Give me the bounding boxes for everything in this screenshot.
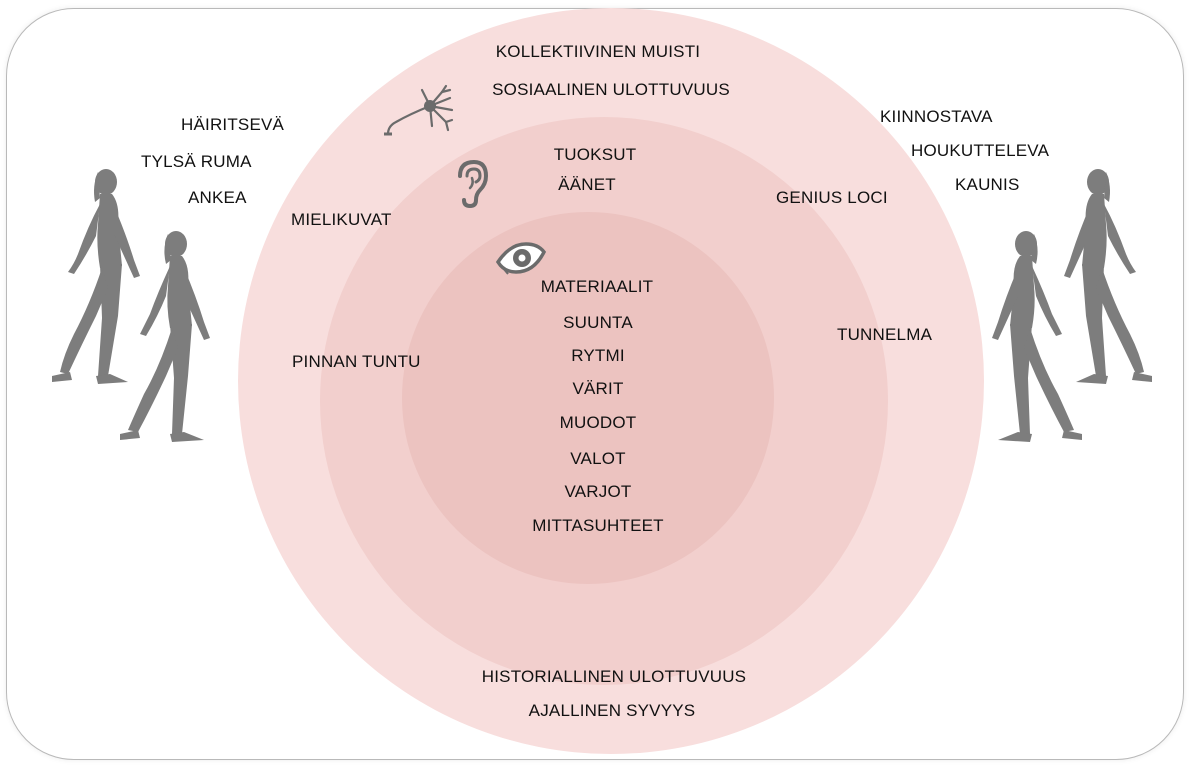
outer-ring-temporal-depth: AJALLINEN SYVYYS [528, 701, 696, 720]
outer-ring-mental-images: MIELIKUVAT [291, 210, 392, 229]
walking-woman-silhouette [1064, 169, 1152, 384]
middle-ring-sounds: ÄÄNET [558, 175, 616, 194]
inner-item: RYTMI [571, 346, 625, 365]
outer-ring-surface-feel: PINNAN TUNTU [292, 352, 421, 371]
inner-item: VÄRIT [572, 379, 624, 398]
inner-ring [402, 212, 774, 584]
walking-woman-silhouette [52, 169, 140, 384]
middle-ring-scents: TUOKSUT [553, 145, 637, 164]
neuron-icon [384, 84, 454, 136]
ear-icon [458, 159, 489, 209]
inner-item: MITTASUHTEET [532, 516, 664, 535]
outer-ring-historical-dimension: HISTORIALLINEN ULOTTUVUUS [481, 667, 747, 686]
word-tylsa-ruma: TYLSÄ RUMA [141, 152, 252, 171]
inner-item: SUUNTA [563, 313, 633, 332]
outer-ring-genius-loci: GENIUS LOCI [776, 188, 888, 207]
outer-ring-atmosphere: TUNNELMA [837, 325, 933, 344]
word-houkutteleva: HOUKUTTELEVA [911, 141, 1050, 160]
word-kaunis: KAUNIS [955, 175, 1020, 194]
eye-icon [495, 242, 547, 275]
walking-woman-silhouette [992, 231, 1082, 442]
word-kiinnostava: KIINNOSTAVA [880, 107, 993, 126]
walking-woman-silhouette [120, 231, 210, 442]
inner-item: MUODOT [559, 413, 637, 432]
inner-item: VALOT [570, 449, 626, 468]
inner-item: VARJOT [564, 482, 632, 501]
word-ankea: ANKEA [188, 188, 247, 207]
inner-item: MATERIAALIT [540, 277, 654, 296]
word-hairitseva: HÄIRITSEVÄ [181, 115, 285, 134]
outer-ring-collective-memory: KOLLEKTIIVINEN MUISTI [495, 42, 701, 61]
outer-ring-social-dimension: SOSIAALINEN ULOTTUVUUS [492, 80, 730, 99]
